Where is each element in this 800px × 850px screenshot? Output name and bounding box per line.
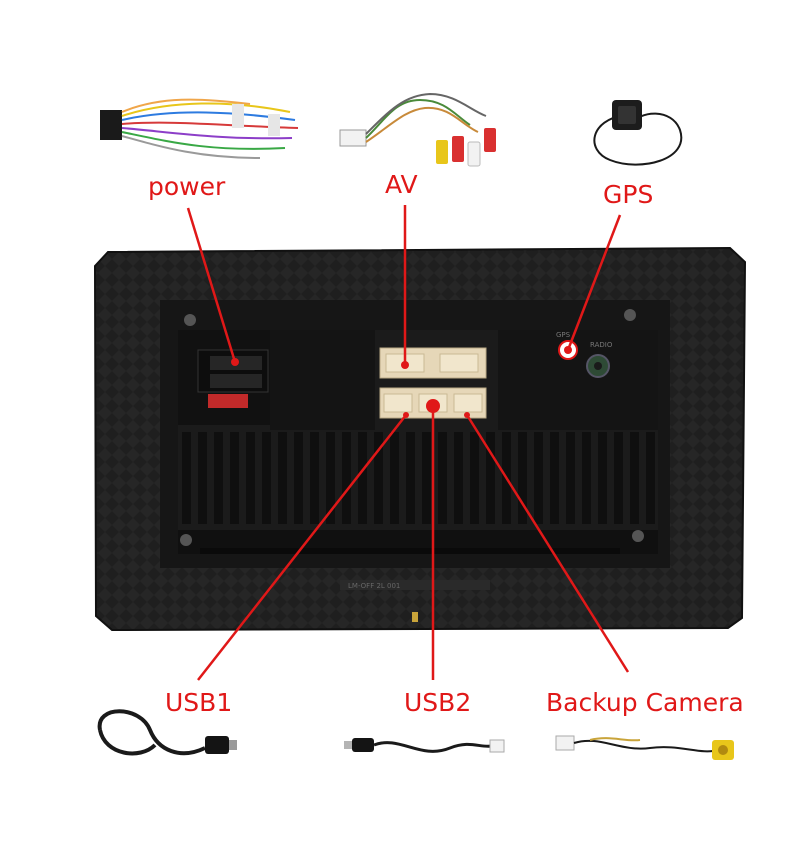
usb-camera-connectors bbox=[379, 387, 487, 419]
usb1-cable-icon bbox=[97, 709, 237, 756]
heatsink-fin bbox=[614, 432, 623, 524]
heatsink-fin bbox=[598, 432, 607, 524]
backup-camera-pointer bbox=[465, 414, 630, 673]
svg-text:GPS: GPS bbox=[556, 331, 571, 339]
heatsink-fin bbox=[390, 432, 399, 524]
usb2-cable-icon bbox=[344, 738, 505, 753]
label-backup-camera: Backup Camera bbox=[546, 688, 744, 717]
label-usb2: USB2 bbox=[404, 688, 472, 717]
heatsink-fin bbox=[550, 432, 559, 524]
power-pointer bbox=[186, 207, 237, 363]
heatsink-fin bbox=[374, 432, 383, 524]
av-pointer-dot bbox=[401, 361, 409, 369]
backup-camera-cable-icon bbox=[555, 735, 734, 760]
svg-text:LM-OFF 2L 001: LM-OFF 2L 001 bbox=[348, 582, 400, 590]
head-unit: LM-OFF 2L 001 bbox=[93, 246, 747, 632]
heatsink-fin bbox=[534, 432, 543, 524]
heatsink-fins bbox=[182, 432, 655, 524]
pointer-lines bbox=[186, 205, 630, 681]
gps-antenna-icon bbox=[593, 100, 683, 166]
power-harness-icon bbox=[100, 98, 299, 159]
heatsink-fin bbox=[566, 432, 575, 524]
usb1-pointer bbox=[197, 414, 407, 681]
svg-text:RADIO: RADIO bbox=[590, 341, 613, 349]
heatsink-fin bbox=[262, 432, 271, 524]
heatsink-fin bbox=[454, 432, 463, 524]
gps-pointer bbox=[566, 214, 622, 351]
heatsink-fin bbox=[630, 432, 639, 524]
heatsink-fin bbox=[422, 432, 431, 524]
label-av: AV bbox=[385, 170, 418, 199]
heatsink-fin bbox=[230, 432, 239, 524]
av-cable-icon bbox=[339, 92, 496, 167]
heatsink-fin bbox=[310, 432, 319, 524]
av-connector bbox=[379, 347, 487, 379]
heatsink-fin bbox=[278, 432, 287, 524]
label-usb1: USB1 bbox=[165, 688, 233, 717]
heatsink-fin bbox=[582, 432, 591, 524]
heatsink-fin bbox=[470, 432, 479, 524]
heatsink-fin bbox=[198, 432, 207, 524]
heatsink-fin bbox=[342, 432, 351, 524]
power-pointer-dot bbox=[231, 358, 239, 366]
heatsink-fin bbox=[246, 432, 255, 524]
heatsink-fin bbox=[214, 432, 223, 524]
heatsink-fin bbox=[518, 432, 527, 524]
heatsink-fin bbox=[646, 432, 655, 524]
radio-port: RADIO bbox=[586, 341, 613, 378]
heatsink-fin bbox=[326, 432, 335, 524]
heatsink-fin bbox=[182, 432, 191, 524]
label-gps: GPS bbox=[603, 180, 654, 209]
heatsink-fin bbox=[438, 432, 447, 524]
heatsink-fin bbox=[294, 432, 303, 524]
heatsink-fin bbox=[358, 432, 367, 524]
heatsink-fin bbox=[406, 432, 415, 524]
label-power: power bbox=[148, 172, 226, 201]
heatsink-fin bbox=[486, 432, 495, 524]
